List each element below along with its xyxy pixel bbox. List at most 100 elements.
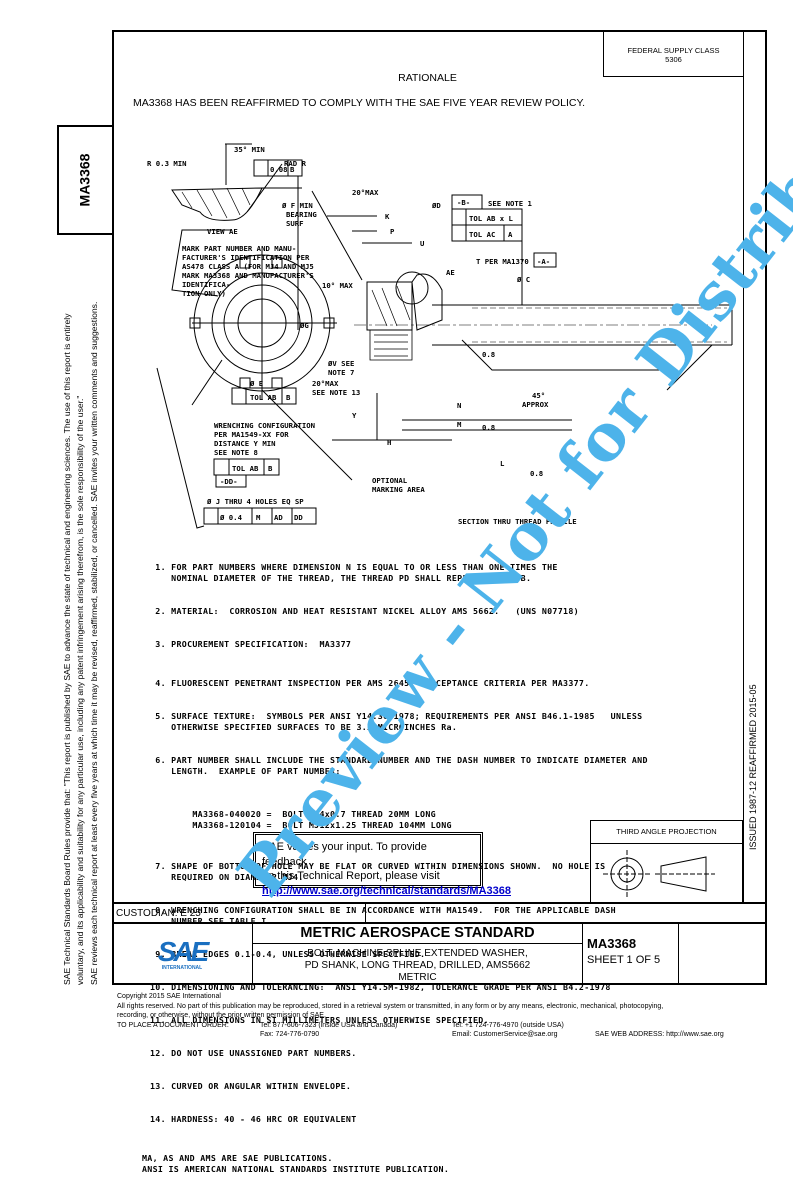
label-bearing: BEARING	[286, 210, 317, 219]
section-label: SECTION THRU THREAD PROFILE	[458, 517, 577, 526]
right-strip-divider	[743, 30, 744, 902]
sae-rules-text-1: SAE Technical Standards Board Rules prov…	[62, 313, 72, 985]
custodian: CUSTODIAN: E 25	[116, 908, 201, 919]
label-dia-e: Ø E	[249, 379, 263, 388]
label-20max-b: 20°MAX	[312, 379, 339, 388]
label-dia-g: ØG	[299, 321, 309, 330]
copyright: Copyright 2015 SAE International	[117, 993, 221, 1000]
label-ae: AE	[446, 268, 455, 277]
pos-datum-ad: AD	[274, 513, 283, 522]
wrench-note-1: WRENCHING CONFIGURATION	[214, 421, 315, 430]
note-3: 3. PROCUREMENT SPECIFICATION: MA3377	[150, 639, 352, 649]
label-h: H	[387, 438, 391, 447]
mark-note-1: MARK PART NUMBER AND MANU-	[182, 244, 296, 253]
fsc-label: FEDERAL SUPPLY CLASS	[627, 46, 720, 55]
title-desc-1: BOLT, MACHINE SPLINE EXTENDED WASHER,	[307, 948, 528, 959]
note-11: 11. ALL DIMENSIONS IN SI MILLIMETERS UNL…	[150, 1015, 489, 1025]
label-u: U	[420, 239, 425, 248]
roughness-3: 0.8	[530, 469, 543, 478]
rationale-heading: RATIONALE	[398, 72, 457, 84]
doc-number-tab	[57, 125, 112, 235]
feedback-line-2: on this Technical Report, please visit	[262, 870, 440, 882]
federal-supply-class: FEDERAL SUPPLY CLASS 5306	[603, 30, 743, 77]
rights-2: recording, or otherwise, without the pri…	[117, 1012, 326, 1019]
technical-drawing: R 0.3 MIN 35° MIN RAD R Ø F MIN BEARING …	[147, 143, 733, 529]
web-address[interactable]: SAE WEB ADDRESS: http://www.sae.org	[595, 1031, 724, 1038]
fsc-value: 5306	[665, 55, 682, 64]
rights-1: All rights reserved. No part of this pub…	[117, 1002, 664, 1010]
doc-number: MA3368	[76, 153, 93, 207]
tel-intl: Tel: +1 724-776-4970 (outside USA)	[452, 1021, 564, 1029]
datum-a: -A-	[537, 257, 550, 266]
title-block: SAE INTERNATIONAL METRIC AEROSPACE STAND…	[112, 924, 767, 985]
feedback-line-1: SAE values your input. To provide feedba…	[262, 841, 427, 868]
email[interactable]: Email: CustomerService@sae.org	[452, 1031, 558, 1038]
label-p: P	[390, 227, 395, 236]
mark-note-6: TION ONLY)	[182, 289, 226, 298]
label-k: K	[385, 212, 390, 221]
optional-1: OPTIONAL	[372, 476, 408, 485]
mark-note-3: AS478 CLASS A (FOR MJ4 AND MJ5	[182, 262, 314, 271]
label-r03: R 0.3 MIN	[147, 159, 187, 168]
note-1: 1. FOR PART NUMBERS WHERE DIMENSION N IS…	[155, 562, 558, 583]
tol-ac: TOL AC	[469, 230, 495, 239]
note-5: 5. SURFACE TEXTURE: SYMBOLS PER ANSI Y14…	[155, 711, 643, 732]
label-35min: 35° MIN	[234, 145, 265, 154]
label-fmin: Ø F MIN	[281, 201, 313, 210]
tel-us: Tel: 877-606-7323 (inside USA and Canada…	[260, 1021, 398, 1029]
fcf-datum-b-2: B	[268, 464, 273, 473]
label-approx: APPROX	[522, 400, 549, 409]
label-l: L	[500, 459, 505, 468]
note-13: 13. CURVED OR ANGULAR WITHIN ENVELOPE.	[150, 1081, 352, 1091]
fcf-tol-ab-datum: B	[286, 393, 291, 402]
title-doc-number: MA3368	[587, 936, 637, 951]
title-cell: METRIC AEROSPACE STANDARD BOLT, MACHINE …	[253, 924, 583, 985]
roughness-1: 0.8	[482, 350, 495, 359]
label-45: 45°	[532, 391, 545, 400]
perp-tol: 0.08	[270, 165, 288, 174]
perp-fcf	[253, 159, 303, 177]
wrench-note-3: DISTANCE Y MIN	[214, 439, 276, 448]
label-dia-v: ØV SEE	[327, 359, 354, 368]
mark-note-2: FACTURER'S IDENTIFICATION PER	[182, 253, 310, 262]
note-6: 6. PART NUMBER SHALL INCLUDE THE STANDAR…	[155, 755, 648, 776]
note-4: 4. FLUORESCENT PENETRANT INSPECTION PER …	[150, 678, 590, 688]
view-ae-profile	[171, 187, 263, 221]
label-10max: 10° MAX	[322, 281, 353, 290]
label-view-ae: VIEW AE	[207, 227, 238, 236]
footer: Copyright 2015 SAE International All rig…	[117, 992, 724, 1040]
optional-2: MARKING AREA	[372, 485, 425, 494]
pos-tol: Ø 0.4	[219, 513, 243, 522]
datum-b: -B-	[457, 198, 470, 207]
third-angle-projection: THIRD ANGLE PROJECTION	[590, 820, 743, 902]
head-section	[366, 281, 413, 331]
label-m: M	[457, 420, 462, 429]
label-surf: SURF	[286, 219, 304, 228]
feedback-link[interactable]: http://www.sae.org/technical/standards/M…	[262, 884, 511, 897]
doc-number-vertical: MA3368	[57, 125, 112, 235]
shank-outline	[432, 304, 733, 346]
label-20max: 20°MAX	[352, 188, 379, 197]
part-number-examples: MA3368-040020 = BOLT MJ4x0.7 THREAD 20MM…	[192, 809, 452, 830]
fax: Fax: 724-776-0790	[260, 1031, 320, 1038]
perp-datum: B	[290, 165, 295, 174]
label-y: Y	[352, 411, 357, 420]
title-desc-3: METRIC	[398, 972, 437, 983]
sae-logo-sub: INTERNATIONAL	[161, 964, 203, 971]
label-t-per: T PER MA1370	[476, 257, 529, 266]
custodian-row: CUSTODIAN: E 25	[112, 902, 767, 924]
pos-datum-dd: DD	[294, 513, 303, 522]
publication-note: MA, AS AND AMS ARE SAE PUBLICATIONS. ANS…	[142, 1153, 450, 1174]
tol-ac-datum: A	[508, 230, 513, 239]
label-see-note-13: SEE NOTE 13	[312, 388, 360, 397]
sae-review-text: SAE reviews each technical report at lea…	[89, 301, 99, 985]
projection-label: THIRD ANGLE PROJECTION	[591, 821, 742, 844]
order-label: TO PLACE A DOCUMENT ORDER:	[117, 1021, 229, 1029]
note-8: 8. WRENCHING CONFIGURATION SHALL BE IN A…	[155, 905, 616, 926]
note-14: 14. HARDNESS: 40 - 46 HRC OR EQUIVALENT	[150, 1114, 357, 1124]
sae-logo-text: SAE	[157, 935, 210, 967]
title-desc-2: PD SHANK, LONG THREAD, DRILLED, AMS5662	[304, 960, 531, 971]
sae-rules-text-2: voluntary, and its applicability and sui…	[75, 395, 85, 986]
note-10: 10. DIMENSIONING AND TOLERANCING: ANSI Y…	[150, 982, 611, 992]
see-note-1: SEE NOTE 1	[488, 199, 533, 208]
